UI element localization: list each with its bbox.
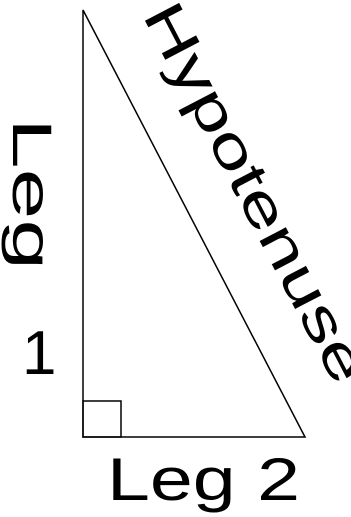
right-triangle [82, 9, 307, 438]
leg-1-word-label: Leg [1, 118, 64, 270]
leg-2-label: Leg 2 [107, 446, 300, 513]
leg-1-number-label: 1 [22, 319, 56, 388]
hypotenuse-label: Hypotenuse [131, 0, 351, 393]
right-angle-marker [82, 400, 122, 438]
